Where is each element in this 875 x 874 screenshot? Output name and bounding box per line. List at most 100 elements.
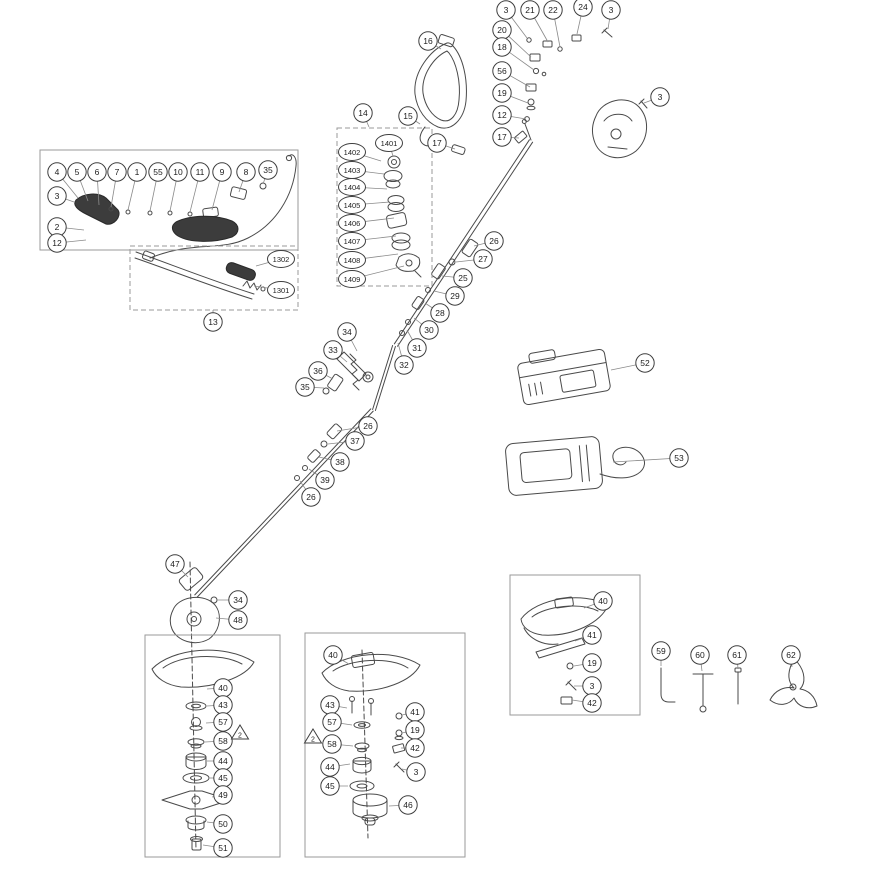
callout-number: 19	[497, 88, 507, 98]
callout-number: 17	[497, 132, 507, 142]
balloon-circle	[107, 162, 127, 182]
callout-1408: 1408	[338, 251, 399, 269]
balloon-circle	[727, 645, 747, 665]
callout-11: 11	[189, 162, 210, 213]
balloon-circle	[453, 268, 473, 288]
balloon-circle	[430, 303, 450, 323]
callout-number: 41	[410, 707, 420, 717]
callout-number: 55	[153, 167, 163, 177]
balloon-circle	[484, 231, 504, 251]
callout-19: 19	[401, 720, 425, 740]
callout-number: 1401	[381, 139, 398, 148]
balloon-circle	[419, 320, 439, 340]
callout-37: 37	[327, 431, 365, 451]
callout-51: 51	[202, 838, 233, 858]
callout-39: 39	[308, 468, 335, 490]
callout-number: 37	[350, 436, 360, 446]
callout-62: 62	[781, 645, 801, 668]
rear-handle-housing	[592, 98, 648, 159]
balloon-circle	[669, 448, 689, 468]
battery-charger	[505, 436, 645, 496]
callout-19: 19	[492, 83, 529, 104]
callout-58: 58	[204, 731, 233, 751]
callout-18: 18	[492, 37, 535, 71]
callout-1301: 1301	[253, 281, 295, 299]
callout-number: 1302	[273, 255, 290, 264]
callout-number: 1409	[344, 275, 361, 284]
callout-number: 59	[656, 646, 666, 656]
balloon-circle	[445, 286, 465, 306]
balloon-circle	[398, 106, 418, 126]
callout-number: 56	[497, 66, 507, 76]
callout-number: 8	[244, 167, 249, 177]
balloon-circle	[323, 645, 343, 665]
callout-2: 2	[47, 217, 85, 237]
warning-triangle-icon	[230, 724, 250, 740]
callout-50: 50	[206, 814, 233, 834]
balloon-circle	[398, 795, 418, 815]
balloon-circle	[427, 133, 447, 153]
callout-number: 1404	[344, 183, 361, 192]
balloon-circle	[322, 712, 342, 732]
callout-40: 40	[323, 645, 350, 665]
callout-3: 3	[401, 762, 426, 782]
balloon-circle	[165, 554, 185, 574]
balloon-ellipse	[338, 196, 366, 214]
callout-4: 4	[47, 162, 79, 199]
tools	[660, 660, 818, 713]
balloon-circle	[520, 0, 540, 20]
callout-number: 17	[432, 138, 442, 148]
callout-1409: 1409	[338, 265, 405, 288]
callout-15: 15	[398, 106, 421, 126]
warning-triangle-icon	[303, 728, 323, 744]
callout-44: 44	[207, 751, 233, 771]
callout-number: 38	[335, 457, 345, 467]
callout-3: 3	[574, 676, 602, 696]
callout-number: 26	[489, 236, 499, 246]
balloon-ellipse	[338, 214, 366, 232]
callout-number: 28	[435, 308, 445, 318]
callout-number: 48	[233, 615, 243, 625]
callout-16: 16	[418, 31, 442, 51]
callout-number: 60	[695, 650, 705, 660]
balloon-circle	[213, 838, 233, 858]
callout-1403: 1403	[338, 161, 385, 179]
callout-43: 43	[206, 695, 233, 715]
callout-26: 26	[299, 480, 321, 507]
callout-number: 34	[342, 327, 352, 337]
callout-number: 1407	[344, 237, 361, 246]
callout-number: 6	[95, 167, 100, 177]
callout-1401: 1401	[375, 134, 403, 157]
callout-34: 34	[217, 590, 248, 610]
callout-number: 3	[658, 92, 663, 102]
callout-9: 9	[211, 162, 232, 211]
balloon-ellipse	[338, 270, 366, 288]
callout-56: 56	[492, 61, 531, 88]
callout-number: 39	[320, 475, 330, 485]
callout-38: 38	[318, 452, 350, 472]
callout-49: 49	[211, 785, 233, 805]
callout-number: 16	[423, 36, 433, 46]
callout-44: 44	[320, 757, 351, 777]
callout-number: 11	[196, 167, 205, 177]
balloon-circle	[492, 83, 512, 103]
callout-number: 1405	[344, 201, 361, 210]
balloon-ellipse	[338, 251, 366, 269]
drive-coupler-parts	[383, 155, 422, 278]
callout-42: 42	[401, 738, 425, 758]
callout-27: 27	[455, 249, 493, 269]
callout-number: 3	[609, 5, 614, 15]
callout-number: 62	[786, 650, 796, 660]
balloon-circle	[228, 610, 248, 630]
callout-29: 29	[433, 286, 465, 306]
callout-1405: 1405	[338, 196, 391, 214]
callout-45: 45	[320, 776, 348, 796]
callout-19: 19	[573, 653, 602, 673]
balloon-circle	[203, 312, 223, 332]
callout-2: 2	[230, 724, 250, 740]
callout-number: 18	[497, 42, 507, 52]
callout-33: 33	[323, 340, 348, 363]
callout-number: 53	[674, 453, 684, 463]
group-box	[129, 245, 299, 311]
